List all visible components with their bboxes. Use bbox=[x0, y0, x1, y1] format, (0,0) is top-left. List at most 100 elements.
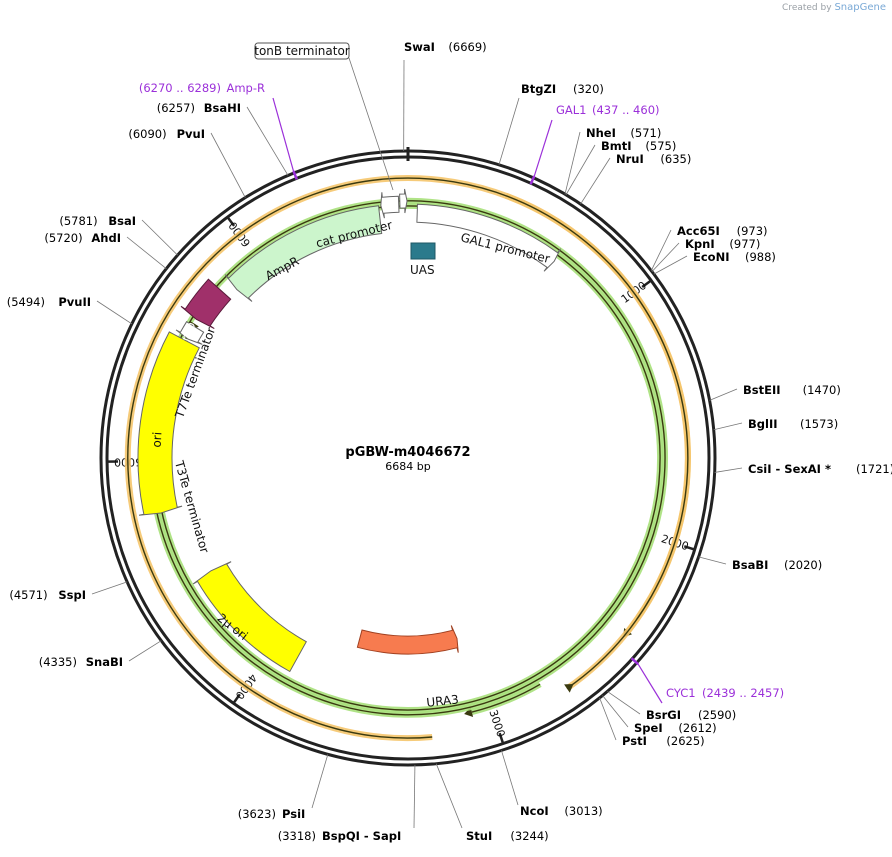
site-name: BglII bbox=[748, 417, 778, 431]
tick-mark bbox=[226, 216, 236, 227]
feature-label-tonb-terminator: tonB terminator bbox=[254, 44, 350, 58]
site-position: (3623) bbox=[238, 807, 276, 821]
site-position: (6257) bbox=[157, 101, 195, 115]
snapgene-logo: SnapGene bbox=[834, 2, 886, 13]
site-leader bbox=[435, 763, 463, 829]
site-name: BstEII bbox=[743, 383, 781, 397]
site-leader bbox=[565, 144, 596, 195]
feature-label-t3te-terminator: T3Te terminator bbox=[172, 458, 212, 554]
site-name: CsiI - SexAI * bbox=[748, 462, 831, 476]
site-leader bbox=[564, 131, 581, 195]
plasmid-length: 6684 bp bbox=[385, 460, 430, 473]
site-leader bbox=[413, 764, 416, 829]
feature-ampr-arrow bbox=[224, 205, 383, 302]
restriction-site: StuI(3244) bbox=[435, 763, 549, 843]
site-leader bbox=[501, 750, 519, 806]
site-position: (320) bbox=[573, 82, 604, 96]
tick-mark bbox=[641, 279, 652, 288]
restriction-site: BsaBI(2020) bbox=[698, 556, 822, 572]
restriction-site: PvuI (6090) bbox=[128, 127, 246, 198]
site-position: (5781) bbox=[59, 214, 97, 228]
restriction-site: BglII(1573) bbox=[713, 417, 838, 431]
restriction-site: EcoNI(988) bbox=[653, 250, 776, 275]
site-name: PvuI bbox=[177, 127, 205, 141]
orf-line bbox=[150, 200, 666, 716]
orf-head bbox=[564, 683, 574, 693]
primer-mark bbox=[630, 657, 640, 666]
site-leader bbox=[651, 242, 680, 272]
restriction-site: PsiI (3623) bbox=[238, 754, 329, 821]
feature-rop-arrow bbox=[180, 278, 232, 329]
restriction-site: PvuII(5494) bbox=[7, 295, 133, 325]
site-leader bbox=[607, 691, 641, 715]
orf-lower-orange bbox=[124, 175, 691, 742]
site-position: (635) bbox=[660, 152, 691, 166]
site-name: BmtI bbox=[601, 139, 632, 153]
site-name: PstI bbox=[622, 734, 647, 748]
site-position: (1470) bbox=[803, 383, 841, 397]
primer-site: CYC1 (2439 .. 2457) bbox=[630, 657, 784, 704]
site-leader bbox=[698, 556, 727, 565]
credit-prefix: Created by bbox=[782, 3, 832, 13]
feature-gal1-promoter-arrow bbox=[416, 203, 561, 272]
primer-range: (2439 .. 2457) bbox=[702, 686, 784, 700]
site-name: PsiI bbox=[282, 807, 305, 821]
site-position: (4335) bbox=[39, 655, 77, 669]
restriction-site: SnaBI(4335) bbox=[39, 640, 162, 669]
restriction-site: SspI (4571) bbox=[9, 581, 128, 602]
site-name: AhdI bbox=[91, 231, 121, 245]
feature-label-uas: UAS bbox=[410, 263, 435, 277]
site-leader bbox=[96, 300, 133, 325]
site-position: (3318) bbox=[278, 829, 316, 843]
tick-label: 3000 bbox=[486, 708, 507, 739]
plasmid-name: pGBW-m4046672 bbox=[345, 445, 470, 460]
restriction-site: CsiI - SexAI * (1721) bbox=[714, 462, 892, 476]
site-position: (2612) bbox=[678, 721, 716, 735]
site-position: (1721) bbox=[856, 462, 892, 476]
site-leader bbox=[709, 388, 738, 401]
feature-label-ura3: URA3 bbox=[426, 692, 460, 709]
primer-range: (437 .. 460) bbox=[592, 103, 660, 117]
restriction-site: PstI(2625) bbox=[599, 697, 705, 748]
site-name: BsaBI bbox=[732, 558, 768, 572]
restriction-site: BsaI (5781) bbox=[59, 214, 178, 256]
site-leader bbox=[602, 695, 629, 728]
site-position: (4571) bbox=[9, 588, 47, 602]
site-leader bbox=[126, 236, 167, 269]
site-position: (575) bbox=[645, 139, 676, 153]
site-name: BsaHI bbox=[204, 101, 241, 115]
site-leader bbox=[311, 754, 329, 809]
site-leader bbox=[714, 467, 743, 473]
primer-name: CYC1 bbox=[666, 686, 696, 700]
site-leader bbox=[91, 581, 128, 595]
primer-leader bbox=[272, 97, 295, 172]
feature-uas-box bbox=[410, 242, 436, 260]
site-name: SspI bbox=[58, 588, 86, 602]
restriction-site: BmtI (575) bbox=[565, 139, 676, 195]
restriction-site: BtgZI(320) bbox=[498, 82, 604, 165]
site-position: (6669) bbox=[448, 40, 486, 54]
site-leader bbox=[210, 132, 246, 198]
restriction-site: BsrGI(2590) bbox=[607, 691, 736, 722]
tick-mark bbox=[232, 693, 241, 704]
site-position: (6090) bbox=[128, 127, 166, 141]
site-name: PvuII bbox=[58, 295, 91, 309]
restriction-site: NheI(571) bbox=[564, 126, 661, 195]
site-leader bbox=[246, 106, 289, 176]
site-name: Acc65I bbox=[677, 224, 720, 238]
site-name: BspQI - SapI bbox=[322, 829, 401, 843]
restriction-site: BsaHI (6257) bbox=[157, 101, 289, 176]
restriction-site: KpnI(977) bbox=[651, 237, 760, 272]
orf-line bbox=[471, 683, 541, 713]
orf-line bbox=[127, 177, 689, 739]
site-name: StuI bbox=[466, 829, 492, 843]
site-name: KpnI bbox=[685, 237, 715, 251]
primer-site: GAL1(437 .. 460) bbox=[529, 103, 660, 185]
primer-site: Amp-R(6270 .. 6289) bbox=[139, 81, 298, 180]
restriction-site: NruI(635) bbox=[580, 152, 691, 205]
primer-name: Amp-R bbox=[226, 81, 265, 95]
restriction-site: Acc65I(973) bbox=[650, 224, 768, 271]
site-name: BsaI bbox=[108, 214, 136, 228]
feature-ura3-arrow bbox=[356, 625, 459, 655]
site-name: NcoI bbox=[520, 804, 549, 818]
